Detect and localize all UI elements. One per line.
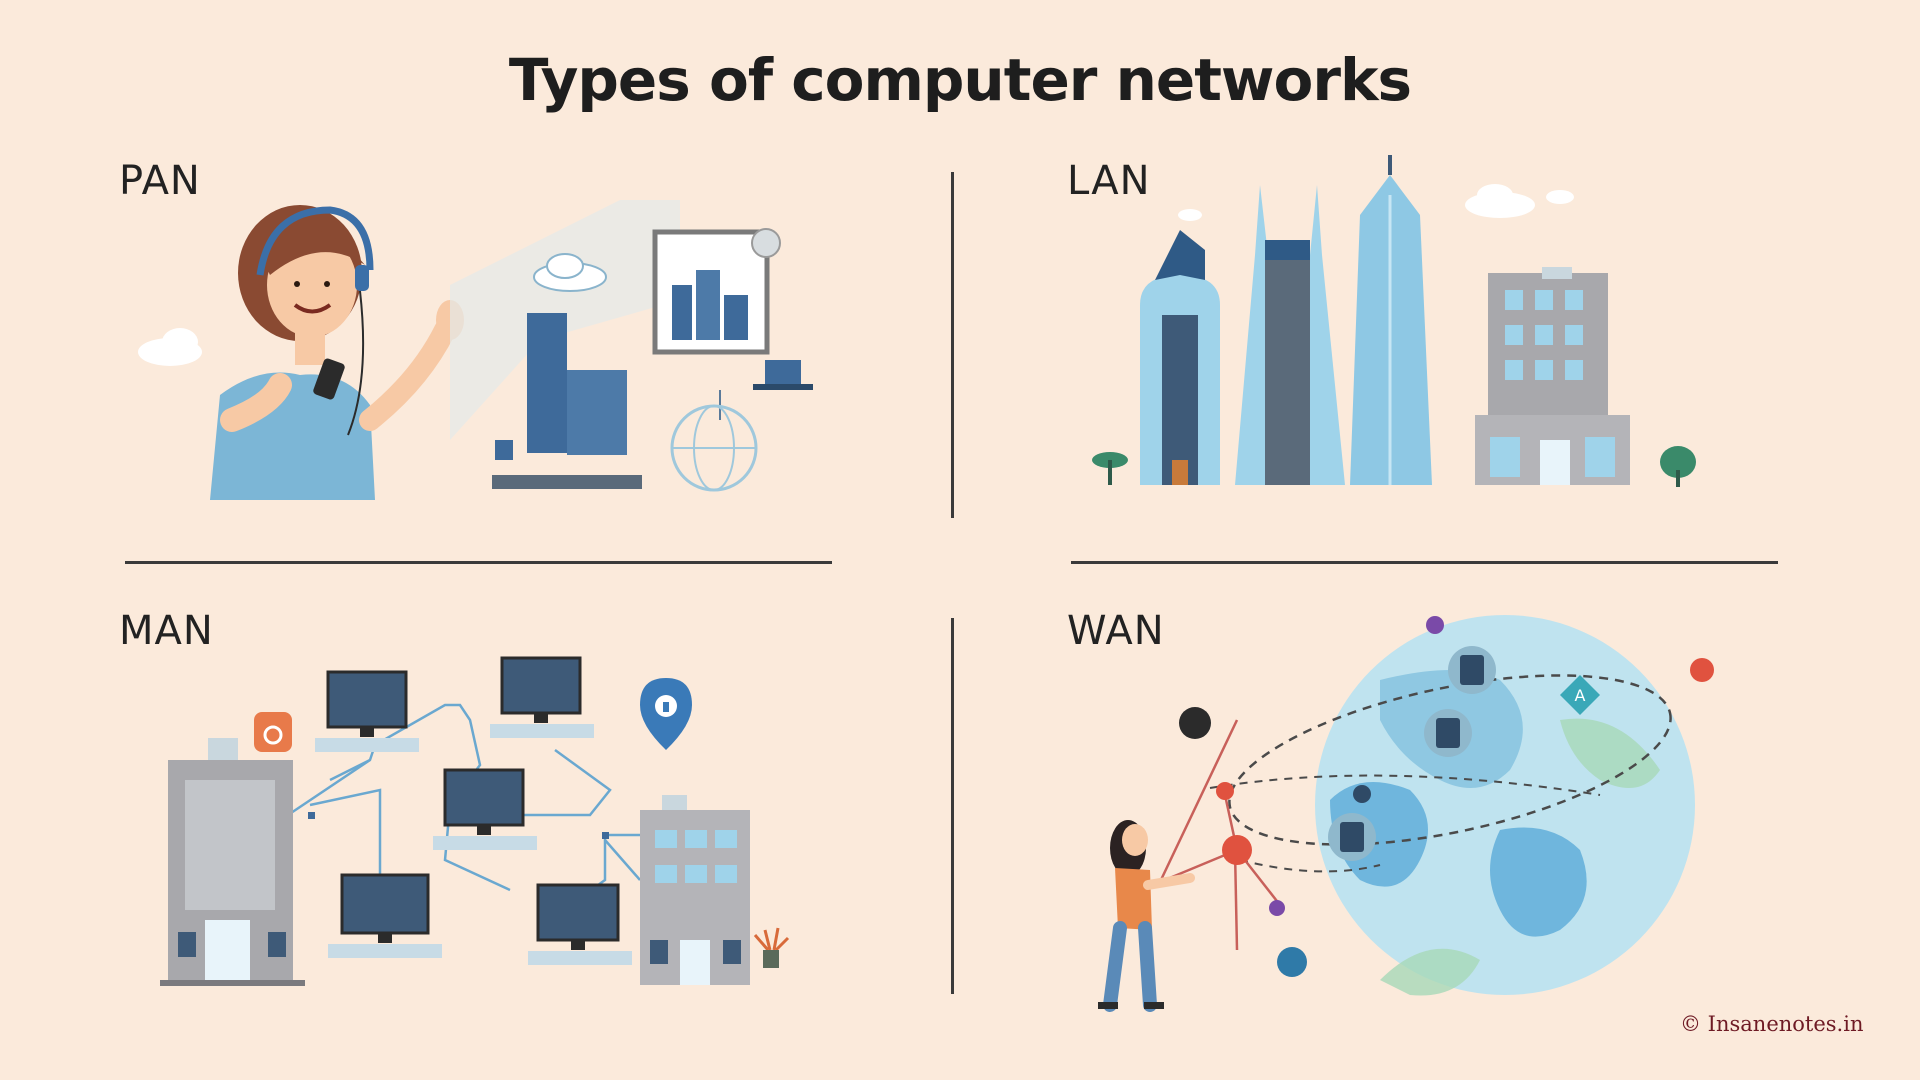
office-building-icon [1475, 267, 1630, 485]
network-orbit [1209, 674, 1672, 873]
globe-icon [1315, 615, 1695, 996]
building-icon [450, 200, 680, 489]
network-node-icon [1426, 616, 1444, 634]
horizontal-divider-right [1071, 561, 1778, 564]
network-node-icon [1179, 707, 1211, 739]
horizontal-divider-left [125, 561, 832, 564]
cloud-icon [533, 253, 607, 292]
page-title: Types of computer networks [508, 46, 1412, 114]
pan-illustration [138, 200, 813, 500]
skyscraper-icon [1235, 185, 1345, 485]
man-illustration [160, 656, 790, 986]
computer-icon [528, 883, 632, 965]
network-node-icon [1353, 785, 1371, 803]
wifi-icon [254, 712, 292, 752]
building-icon [640, 795, 750, 985]
lan-illustration [1092, 155, 1696, 487]
cloud-icon [1465, 184, 1535, 218]
skyscraper-icon [1350, 155, 1432, 485]
person-with-headset [210, 205, 464, 500]
person-pointing [1098, 820, 1195, 1012]
laptop-icon [719, 360, 813, 420]
network-node-icon: A [1560, 675, 1600, 715]
computer-icon [433, 768, 537, 850]
lan-label: LAN [1067, 158, 1151, 204]
network-node-icon [1222, 835, 1252, 865]
globe-icon [670, 404, 758, 492]
network-node-icon [1269, 900, 1285, 916]
building-icon [160, 738, 305, 986]
plant-icon [753, 927, 790, 968]
svg-text:A: A [1575, 686, 1586, 705]
computer-icon [490, 656, 594, 738]
network-node-icon [1277, 947, 1307, 977]
wan-label: WAN [1067, 608, 1165, 654]
location-pin-icon [640, 678, 692, 750]
vertical-divider-bottom [951, 618, 954, 994]
skyscraper-icon [1140, 230, 1220, 485]
watermark: © Insanenotes.in [1680, 1012, 1864, 1036]
server-node-icon [1448, 646, 1496, 694]
man-label: MAN [119, 608, 214, 654]
network-node-icon [1690, 658, 1714, 682]
computer-icon [315, 670, 419, 752]
server-node-icon [1328, 813, 1376, 861]
server-node-icon [1424, 709, 1472, 757]
computer-icon [328, 873, 442, 958]
tree-icon [1660, 446, 1696, 487]
tree-icon [1092, 452, 1128, 485]
pan-label: PAN [119, 158, 201, 204]
cloud-icon [138, 328, 202, 366]
vertical-divider-top [951, 172, 954, 518]
wan-illustration: A [1098, 615, 1714, 1012]
network-node-icon [1216, 782, 1234, 800]
picture-frame-icon [652, 228, 781, 355]
